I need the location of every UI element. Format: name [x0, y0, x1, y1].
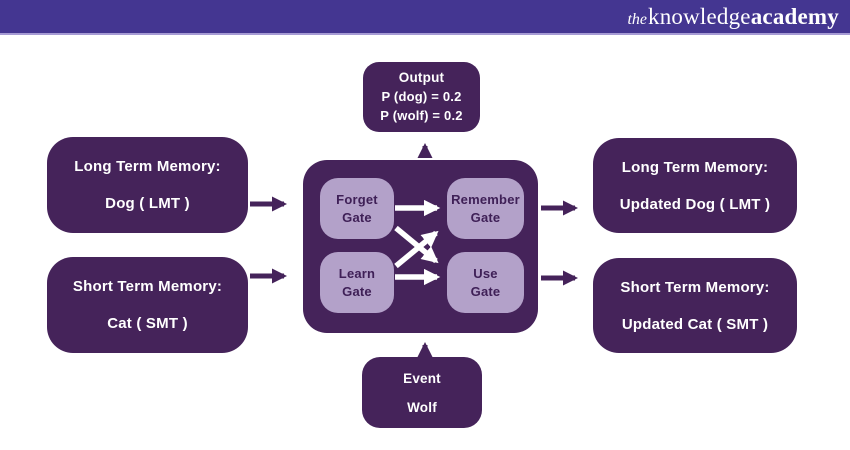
remember-gate: Remember Gate [447, 178, 524, 239]
use-gate-label-2: Gate [470, 283, 501, 299]
forget-gate-label-1: Forget [336, 191, 378, 207]
stm-out-label: Short Term Memory: [620, 278, 770, 296]
stm-out-value: Updated Cat ( SMT ) [621, 315, 769, 333]
long-term-memory-input-box: Long Term Memory: Dog ( LMT ) [47, 137, 248, 233]
event-title: Event [403, 370, 441, 386]
use-gate: Use Gate [447, 252, 524, 313]
ltm-in-label: Long Term Memory: [74, 158, 221, 175]
stm-in-label: Short Term Memory: [72, 278, 223, 295]
event-value: Wolf [407, 399, 437, 415]
output-box: Output P (dog) = 0.2 P (wolf) = 0.2 [363, 62, 480, 132]
logo-the: the [627, 11, 647, 28]
learn-gate-label-1: Learn [338, 265, 376, 281]
short-term-memory-input-box: Short Term Memory: Cat ( SMT ) [47, 257, 248, 353]
output-prob-wolf: P (wolf) = 0.2 [380, 107, 463, 123]
ltm-out-value: Updated Dog ( LMT ) [619, 195, 771, 213]
use-gate-label-1: Use [473, 265, 498, 281]
forget-gate-label-2: Gate [342, 209, 372, 225]
logo-academy: academy [750, 4, 839, 29]
ltm-out-label: Long Term Memory: [621, 158, 769, 176]
logo-knowledge: knowledge [648, 4, 751, 29]
output-prob-dog: P (dog) = 0.2 [381, 88, 462, 104]
learn-gate: Learn Gate [320, 252, 394, 313]
long-term-memory-output-box: Long Term Memory: Updated Dog ( LMT ) [593, 138, 797, 233]
remember-gate-label-2: Gate [470, 209, 501, 225]
lstm-cell-box: Forget Gate Remember Gate Learn Gate Use… [303, 160, 538, 333]
event-box: Event Wolf [362, 357, 482, 428]
remember-gate-label-1: Remember [451, 191, 520, 207]
short-term-memory-output-box: Short Term Memory: Updated Cat ( SMT ) [593, 258, 797, 353]
output-title: Output [398, 70, 445, 86]
learn-gate-label-2: Gate [342, 283, 372, 299]
ltm-in-value: Dog ( LMT ) [105, 195, 190, 212]
stm-in-value: Cat ( SMT ) [107, 315, 188, 332]
arrow-learn-to-remember [394, 230, 439, 269]
arrow-forget-to-use [394, 225, 439, 264]
forget-gate: Forget Gate [320, 178, 394, 239]
